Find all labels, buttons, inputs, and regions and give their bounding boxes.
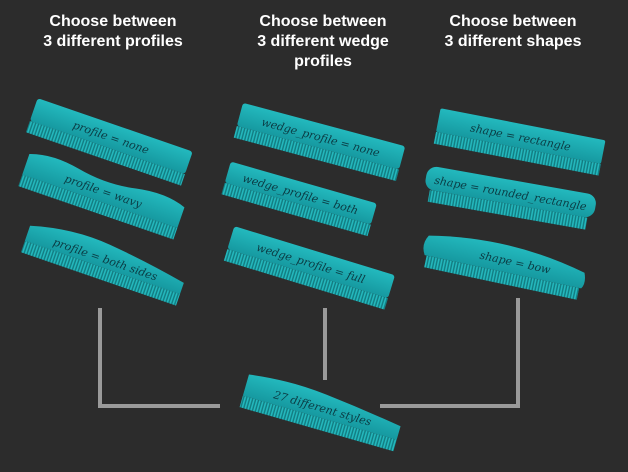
comb-result: 27 different styles [239, 374, 401, 452]
comb-shape-bow: shape = bow [423, 235, 585, 300]
comb-wedge-none: wedge_profile = none [233, 103, 405, 182]
comb-shape-rounded-rectangle: shape = rounded_rectangle [425, 166, 596, 230]
connector-right [380, 298, 520, 408]
heading-shapes: Choose between 3 different shapes [444, 13, 582, 50]
comb-shape-rectangle: shape = rectangle [433, 108, 606, 176]
heading-wedge-profiles: Choose between 3 different wedge profile… [257, 13, 389, 70]
heading-profiles: Choose between 3 different profiles [43, 13, 183, 50]
comb-profile-both: profile = both sides [20, 225, 184, 306]
comb-wedge-full: wedge_profile = full [223, 226, 395, 310]
comb-profile-none: profile = none [25, 98, 192, 186]
comb-wedge-both: wedge_profile = both [221, 162, 377, 237]
connector-left [98, 308, 220, 408]
connector-lines [98, 298, 520, 408]
